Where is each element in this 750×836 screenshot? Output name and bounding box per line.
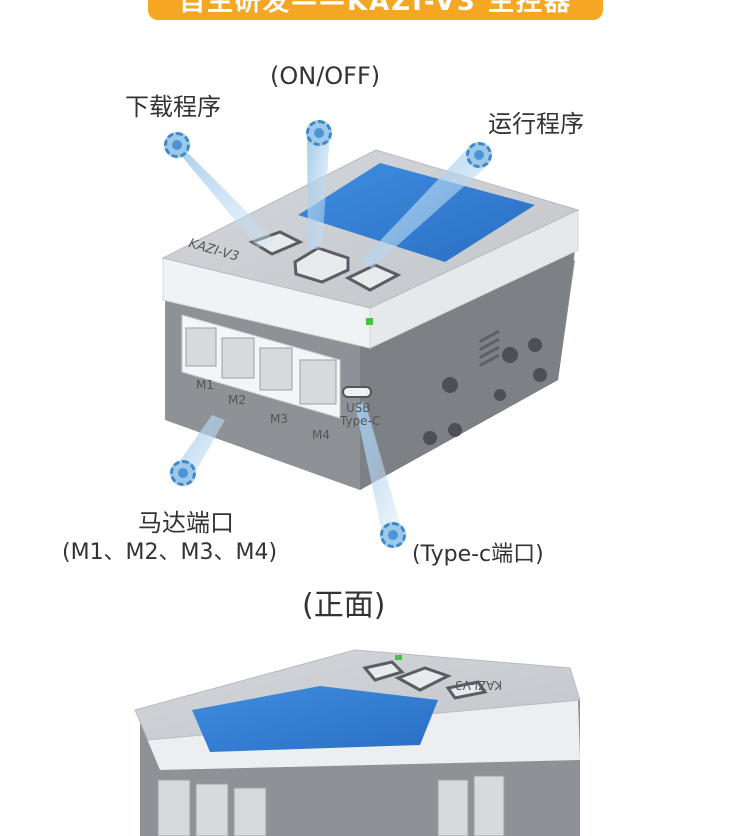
motor-port-title: 马达端口 bbox=[138, 509, 234, 537]
run-marker-icon bbox=[466, 142, 492, 168]
usb-label: USB bbox=[346, 401, 371, 415]
download-label: 下载程序 bbox=[125, 93, 221, 121]
download-marker-icon bbox=[164, 132, 190, 158]
side-holes bbox=[423, 338, 547, 445]
device-gray-housing bbox=[165, 250, 575, 490]
run-label: 运行程序 bbox=[488, 110, 584, 138]
status-led bbox=[366, 318, 373, 325]
callout-beams bbox=[170, 130, 488, 532]
port-label-m4: M4 bbox=[312, 428, 330, 442]
motor-ports-block bbox=[181, 314, 341, 419]
back-view-device bbox=[134, 649, 581, 836]
front-view-caption: (正面) bbox=[302, 588, 386, 623]
typec-label: Type-C bbox=[340, 414, 381, 428]
port-label-m2: M2 bbox=[228, 393, 246, 407]
typec-port-label: (Type-c端口) bbox=[412, 542, 544, 567]
port-label-m1: M1 bbox=[196, 378, 214, 392]
run-button[interactable] bbox=[344, 263, 402, 292]
back-brand-label: KAZI-V3 bbox=[455, 678, 503, 692]
title-banner: 自主研发——KAZI-V3 主控器 bbox=[148, 0, 603, 20]
usb-c-port bbox=[342, 386, 372, 398]
port-label-m3: M3 bbox=[270, 412, 288, 426]
download-button[interactable] bbox=[248, 230, 304, 256]
power-marker-icon bbox=[306, 120, 332, 146]
typec-marker-icon bbox=[380, 522, 406, 548]
banner-text: 自主研发——KAZI-V3 主控器 bbox=[179, 0, 572, 17]
motor-port-list: (M1、M2、M3、M4) bbox=[62, 540, 278, 565]
speaker-grill bbox=[478, 329, 500, 367]
power-label: (ON/OFF) bbox=[270, 62, 381, 90]
motor-marker-icon bbox=[170, 460, 196, 486]
